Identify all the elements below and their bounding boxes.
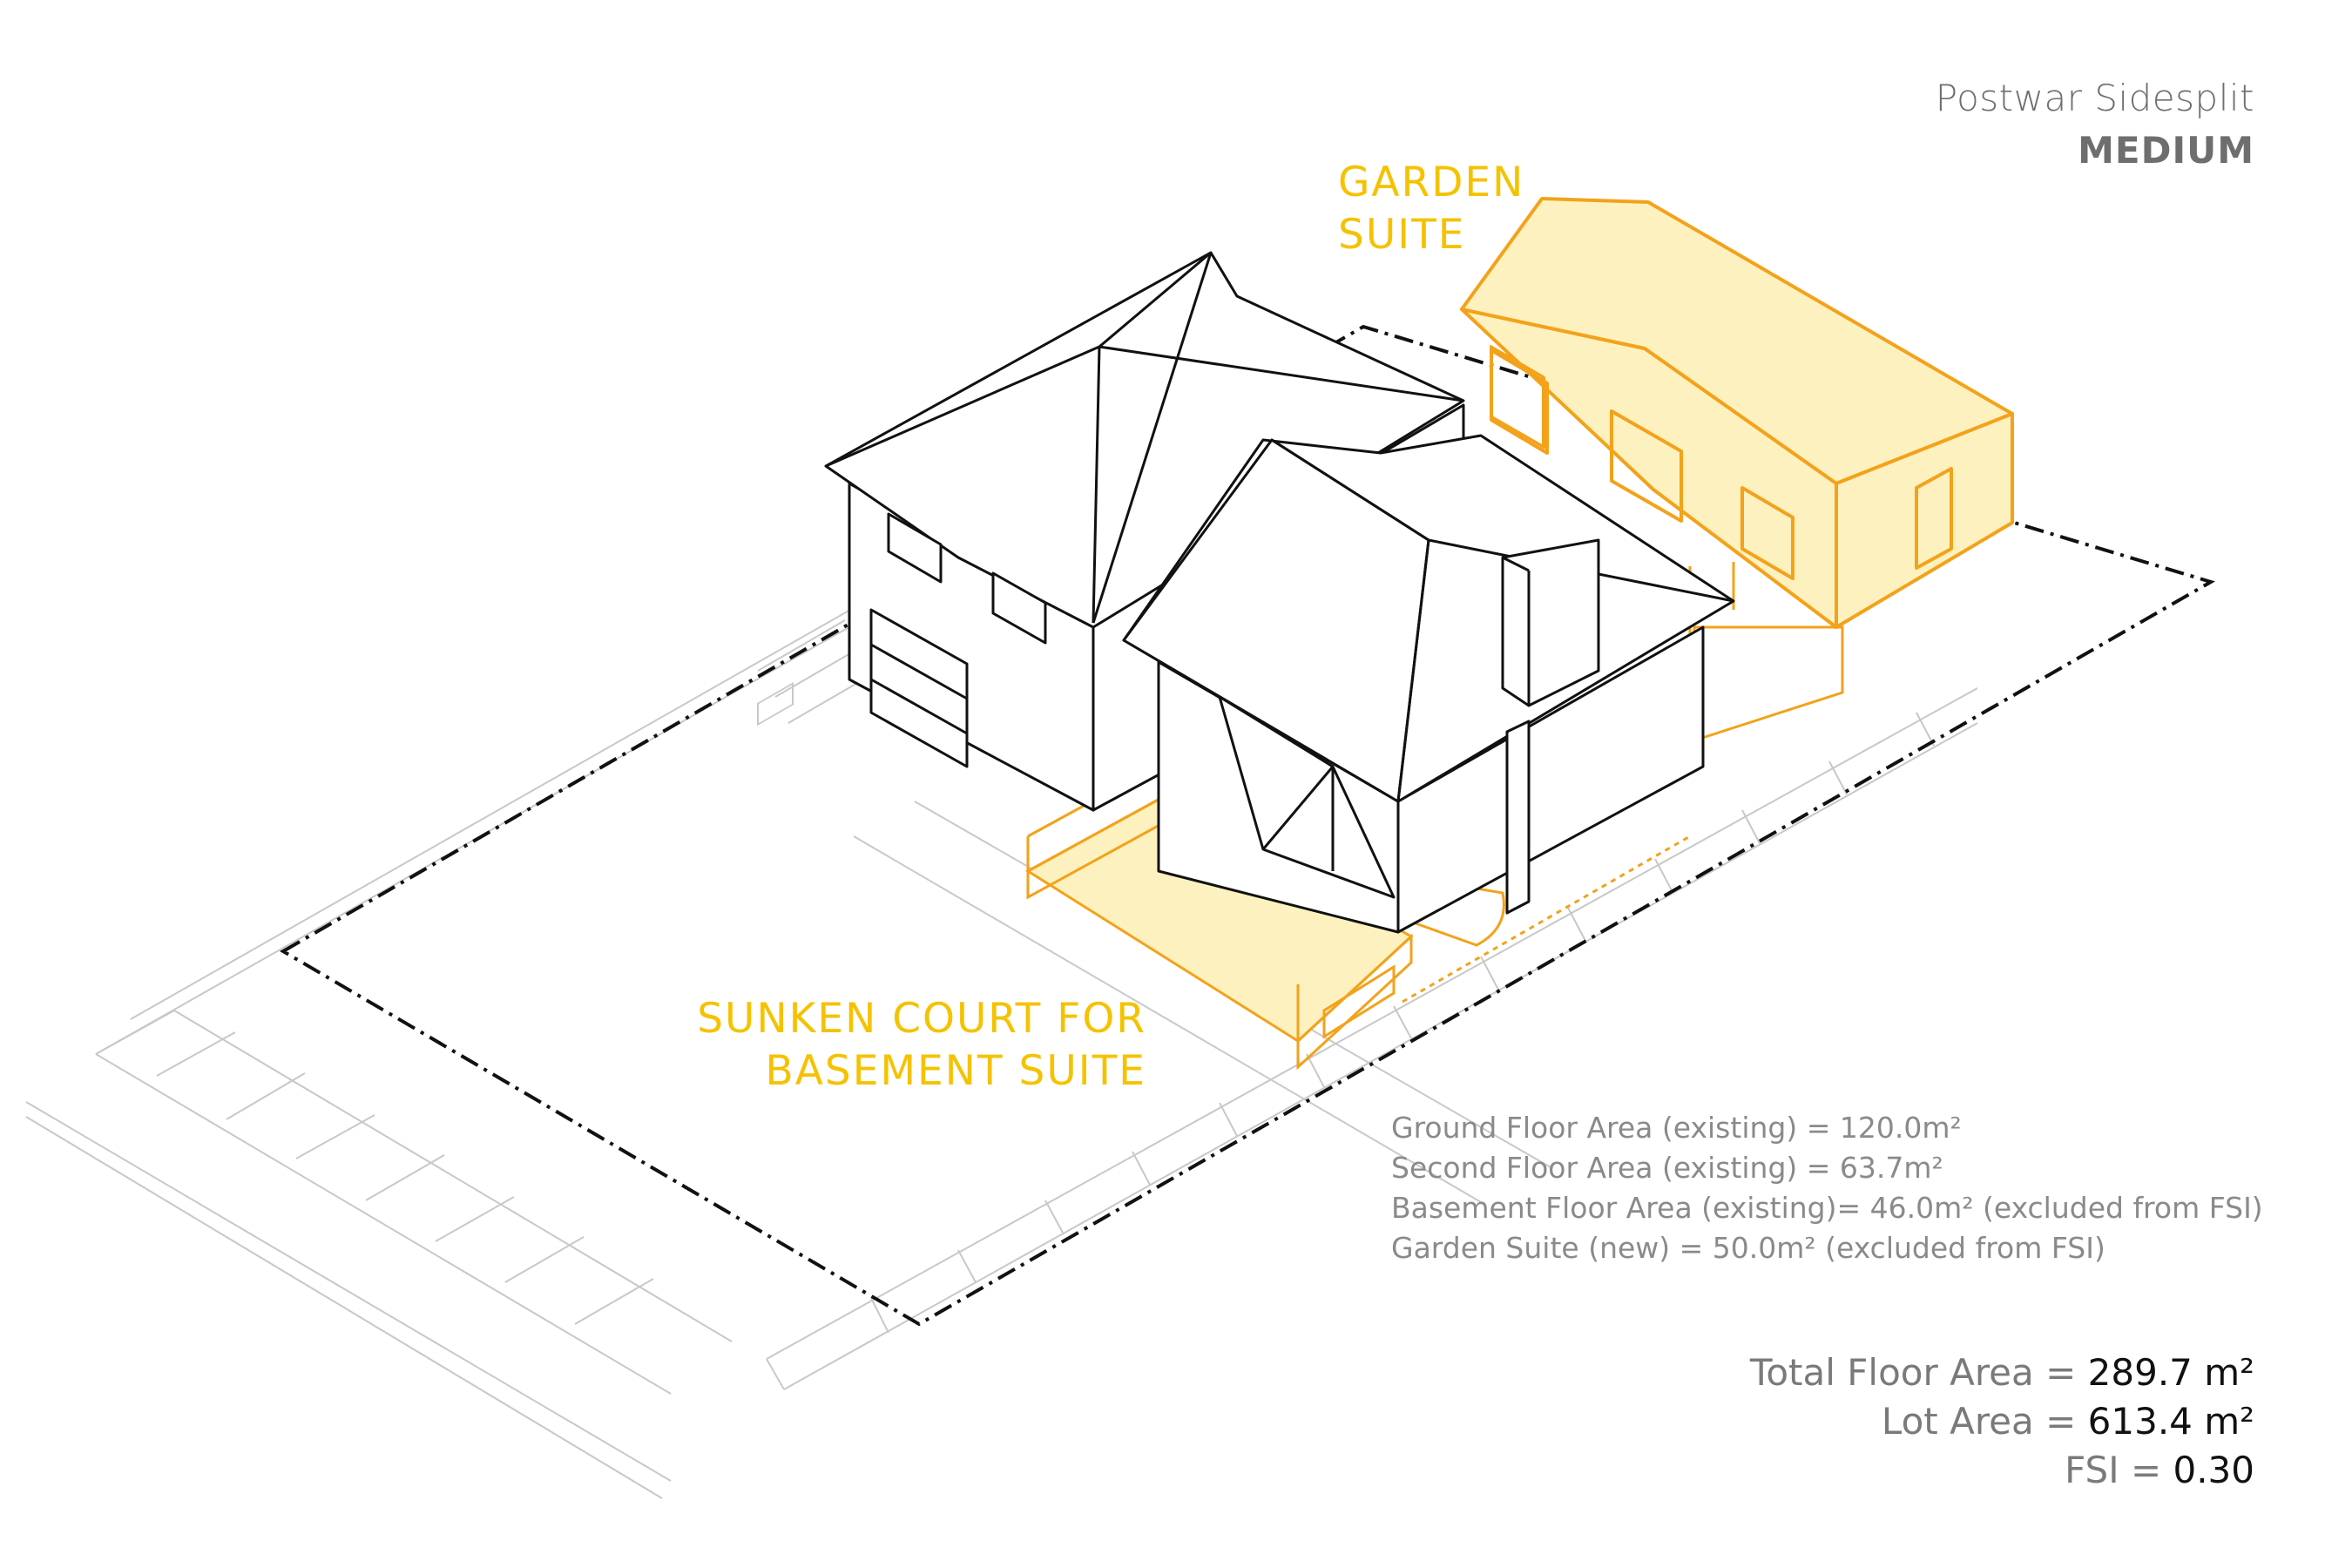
lot-area-value: 613.4 m² — [2087, 1400, 2254, 1443]
garden-suite-area: Garden Suite (new) = 50.0m² (excluded fr… — [1391, 1231, 2105, 1265]
garden-suite-label-line2: SUITE — [1338, 211, 1466, 259]
street-sidewalk — [25, 572, 1978, 1499]
fsi: FSI = 0.30 — [1750, 1446, 2254, 1495]
house — [824, 251, 1735, 934]
house-type-title: Postwar Sidesplit — [1935, 77, 2254, 119]
garden-suite — [1460, 197, 2014, 629]
basement-floor-area: Basement Floor Area (existing)= 46.0m² (… — [1391, 1191, 2263, 1225]
lot-area: Lot Area = 613.4 m² — [1750, 1397, 2254, 1446]
total-floor-area-value: 289.7 m² — [2087, 1351, 2254, 1394]
total-floor-area: Total Floor Area = 289.7 m² — [1750, 1348, 2254, 1397]
total-floor-area-label: Total Floor Area = — [1749, 1351, 2088, 1394]
garden-suite-label-line1: GARDEN — [1338, 159, 1525, 206]
second-floor-area: Second Floor Area (existing) = 63.7m² — [1391, 1151, 1943, 1185]
lot-area-label: Lot Area = — [1881, 1400, 2088, 1443]
sunken-court-label: SUNKEN COURT FOR BASEMENT SUITE — [697, 993, 1146, 1098]
floor-area-list: Ground Floor Area (existing) = 120.0m² S… — [1391, 1108, 2263, 1268]
fsi-value: 0.30 — [2173, 1449, 2254, 1491]
totals-block: Total Floor Area = 289.7 m² Lot Area = 6… — [1750, 1348, 2254, 1495]
fsi-label: FSI = — [2065, 1449, 2173, 1491]
size-category: MEDIUM — [2078, 129, 2254, 172]
sunken-court-label-line1: SUNKEN COURT FOR — [697, 995, 1146, 1043]
ground-floor-area: Ground Floor Area (existing) = 120.0m² — [1391, 1111, 1962, 1145]
garden-suite-label: GARDEN SUITE — [1338, 157, 1524, 261]
sunken-court-label-line2: BASEMENT SUITE — [765, 1047, 1146, 1095]
